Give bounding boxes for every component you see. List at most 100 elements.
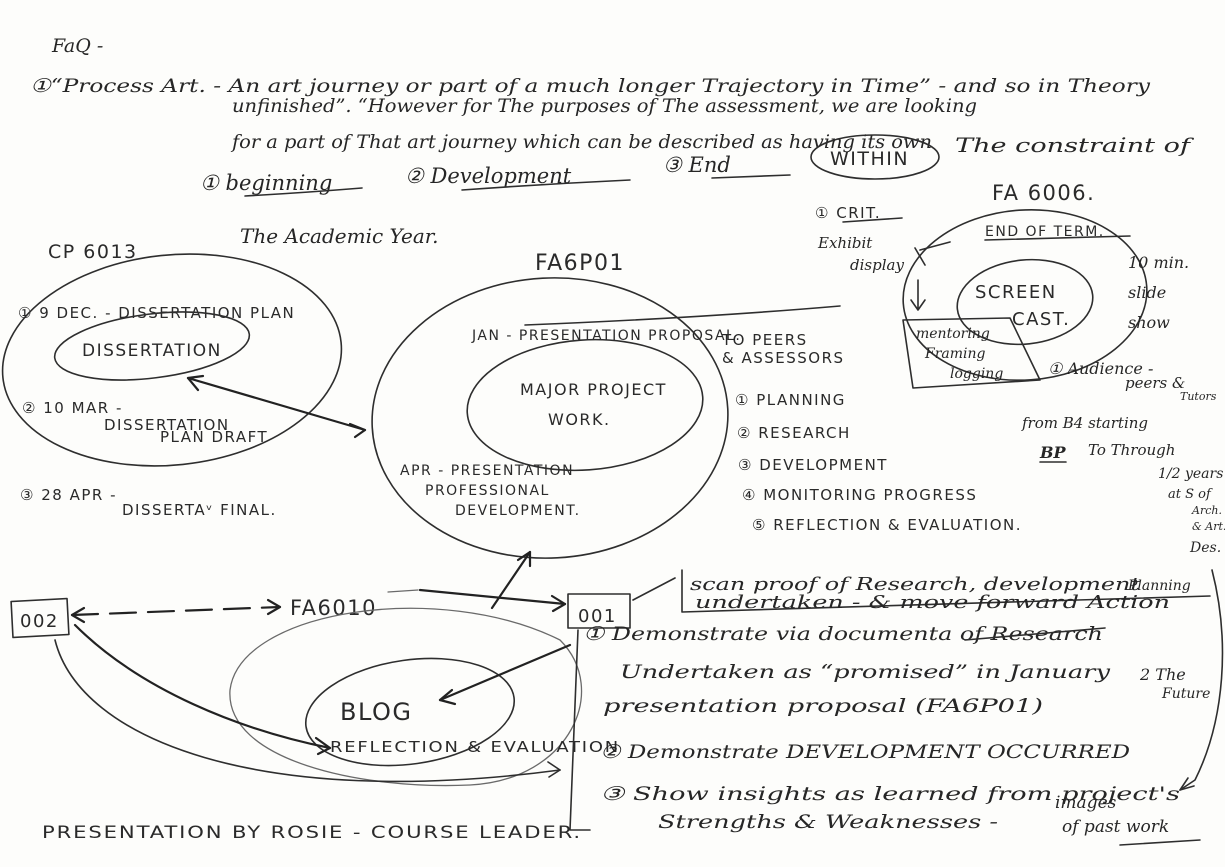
scan-proof-bracket (681, 569, 1211, 613)
fa6p01-list-1: ① PLANNING (735, 391, 846, 409)
mentoring-box (902, 317, 1041, 389)
cp6013-code: CP 6013 (48, 241, 138, 263)
audience-line-1: ① Audience - (1048, 359, 1153, 378)
box002-loop-line (54, 639, 561, 783)
fa6p01-apr-1: APR - PRESENTATION (400, 463, 574, 479)
box-002 (10, 597, 70, 639)
fa6p01-apr-3: DEVELOPMENT. (455, 503, 581, 519)
box-002-label: 002 (20, 611, 59, 632)
past-work-underline (1119, 839, 1201, 846)
jan-underline (524, 305, 841, 326)
audience-line-2: peers & (1125, 374, 1185, 392)
display-down-arrow (910, 279, 926, 311)
demo-1-line-2: Undertaken as “promised” in January (620, 661, 1110, 683)
blog-to-001-arrow (438, 643, 572, 702)
cp6013-item-3a: ③ 28 APR - (20, 486, 117, 504)
development-underline (461, 179, 631, 191)
fa6010-arrow-head (266, 598, 282, 616)
from-line-2: To Through (1088, 441, 1175, 459)
demonstrate-bracket (569, 629, 591, 831)
major-project-line-1: MAJOR PROJECT (520, 380, 667, 399)
fa6p01-list-3: ③ DEVELOPMENT (738, 456, 888, 474)
future-bracket-head (1179, 777, 1195, 791)
fa6010-to-001-arrow (418, 588, 567, 606)
audience-line-3: Tutors (1180, 390, 1217, 403)
ten-min-1: 10 min. (1128, 253, 1189, 272)
cp6013-item-2c: PLAN DRAFT (160, 428, 268, 446)
presentation-footer: PRESENTATION BY ROSIE - COURSE LEADER. (42, 823, 582, 843)
process-art-line-2: unfinished”. “However for The purposes o… (232, 95, 977, 117)
box002-loop-head (547, 761, 561, 778)
box-001 (567, 593, 631, 629)
images-line-1: images (1055, 793, 1117, 813)
box001-arrow-head (550, 594, 567, 613)
cp6013-item-3b: DISSERTAᵛ FINAL. (122, 501, 277, 519)
process-art-line-3: for a part of That art journey which can… (230, 131, 932, 153)
to-peers-2: & ASSESSORS (722, 349, 845, 367)
end-of-term-underline (984, 235, 1131, 241)
fa6010-outer-circle (229, 607, 583, 787)
box-001-label: 001 (578, 606, 617, 627)
blog-label: BLOG (340, 698, 412, 726)
fa6010-strike (387, 589, 419, 593)
from-line-3: 1/2 years (1158, 466, 1223, 482)
planning-label: Planning (1127, 578, 1191, 594)
crit-underline (842, 217, 903, 223)
within-circle (810, 134, 940, 180)
exhibit-line-2: display (850, 256, 904, 274)
fa6p01-jan: JAN - PRESENTATION PROPOSAL. (471, 328, 741, 344)
box002-to-reflection-arrow (73, 623, 332, 750)
from-line-6: & Art. (1192, 520, 1225, 533)
arrow-head-left (186, 374, 205, 392)
within-label: WITHIN (830, 148, 909, 170)
future-line-2: Future (1161, 686, 1210, 702)
blog-circle (304, 657, 516, 767)
reflection-evaluation-label: REFLECTION & EVALUATION (330, 738, 620, 756)
box001-to-scan-line (632, 577, 676, 601)
future-line-1: 2 The (1139, 665, 1186, 684)
from-line-7: Des. (1189, 540, 1221, 556)
cp6013-outer-circle (1, 253, 343, 467)
from-line-1: from B4 starting (1021, 414, 1148, 432)
end-of-term-label: END OF TERM. (985, 224, 1105, 240)
cp6013-item-2a: ② 10 MAR - (22, 399, 123, 417)
fa6p01-list-4: ④ MONITORING PROGRESS (742, 486, 977, 504)
cp6013-item-2b: DISSERTATION (104, 416, 230, 434)
demo-2: ② Demonstrate DEVELOPMENT OCCURRED (600, 741, 1130, 763)
constraint-text: The constraint of (955, 133, 1195, 157)
from-line-5: Arch. (1191, 504, 1222, 517)
demo-1-line-1: ① Demonstrate via documenta of Research (583, 623, 1103, 645)
fa6006-code: FA 6006. (992, 181, 1095, 205)
mentoring-line-1: mentoring (916, 326, 990, 342)
from-line-4: at S of (1168, 487, 1213, 502)
academic-year-text: The Academic Year. (240, 224, 439, 248)
beginning-underline (244, 187, 363, 197)
future-bracket (1179, 569, 1224, 791)
to-peers-1: TO PEERS (721, 331, 808, 349)
box002-to-fa6010-arrow (70, 605, 282, 617)
dissertation-label: DISSERTATION (82, 341, 222, 361)
step-end: ③ End (663, 153, 731, 177)
demo-1-line-3: presentation proposal (FA6P01) (603, 695, 1043, 717)
end-underline (711, 174, 791, 179)
exhibit-line-1: Exhibit (817, 234, 873, 252)
arrow-head-right (348, 422, 367, 439)
demo-3-line-1: ③ Show insights as learned from project'… (600, 783, 1180, 805)
crit-label: ① CRIT. (815, 204, 881, 222)
fa6p01-apr-2: PROFESSIONAL (425, 483, 550, 499)
faq-heading: FaQ - (51, 35, 103, 57)
process-art-line-1: ①“Process Art. - An art journey or part … (30, 75, 1150, 97)
blog-arrow-head (438, 688, 457, 706)
fa6p01-arrow-head (516, 550, 532, 568)
box002-arrow-head (70, 606, 86, 624)
step-beginning: ① beginning (200, 171, 332, 195)
dissertation-inner-circle (53, 311, 251, 381)
reflection-arrow-head (314, 736, 332, 756)
fa6010-to-fa6p01-arrow (490, 550, 532, 610)
ten-min-3: show (1128, 313, 1170, 332)
major-project-inner-circle (466, 338, 704, 472)
research-underline (964, 627, 1106, 641)
demo-3-line-2: Strengths & Weaknesses - (658, 811, 998, 833)
